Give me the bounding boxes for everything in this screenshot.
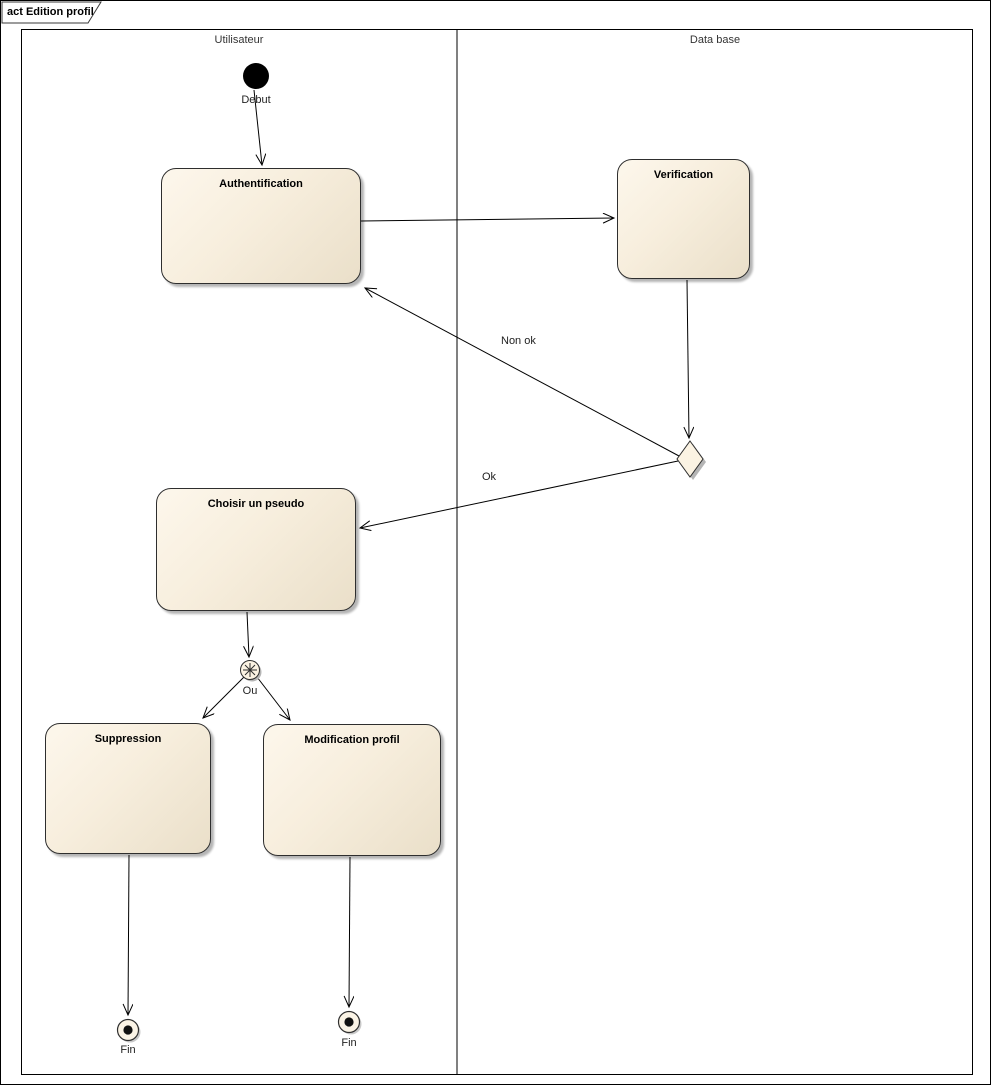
initial-node[interactable] [243, 63, 269, 89]
activity-choisir-pseudo-label: Choisir un pseudo [207, 498, 305, 510]
edge-choisir-to-or[interactable] [247, 611, 249, 657]
edge-initial-to-authentification[interactable] [253, 89, 262, 165]
edge-or-to-modification[interactable] [256, 676, 290, 720]
activity-authentification-label: Authentification [219, 178, 303, 190]
activity-modification-profil-label: Modification profil [304, 734, 400, 746]
activity-authentification[interactable]: Authentification [161, 168, 361, 284]
activity-verification-label: Verification [653, 169, 714, 181]
final-node-2-label: Fin [341, 1037, 357, 1049]
initial-node-label: Debut [241, 94, 271, 106]
edge-label-ok: Ok [482, 471, 497, 483]
frame-tab-shape [1, 1, 102, 24]
edge-verification-to-decision[interactable] [687, 279, 689, 438]
or-node-label: Ou [242, 685, 258, 697]
activity-verification[interactable]: Verification [617, 159, 750, 279]
edge-label-non-ok: Non ok [501, 335, 536, 347]
edge-authentification-to-verification[interactable] [360, 218, 614, 221]
edge-or-to-suppression[interactable] [203, 676, 245, 718]
edge-modification-to-final[interactable] [349, 856, 350, 1007]
partition-label-database: Data base [689, 34, 741, 46]
frame-tab-label: act Edition profil [7, 6, 94, 18]
edge-decision-to-choisir-ok[interactable] [360, 460, 679, 528]
activity-modification-profil[interactable]: Modification profil [263, 724, 441, 856]
final-node-1-label: Fin [120, 1044, 136, 1056]
decision-node[interactable] [676, 440, 704, 478]
final-node-1-dot [123, 1025, 133, 1035]
final-node-2-dot [344, 1017, 354, 1027]
diagram-frame [21, 29, 973, 1075]
or-node-asterisk-icon [243, 663, 257, 677]
activity-suppression[interactable]: Suppression [45, 723, 211, 854]
edge-decision-to-authentification-non-ok[interactable] [365, 288, 680, 457]
partition-label-utilisateur: Utilisateur [214, 34, 264, 46]
frame-tab-pentagon [1, 1, 102, 24]
activity-choisir-pseudo[interactable]: Choisir un pseudo [156, 488, 356, 611]
edge-suppression-to-final[interactable] [128, 854, 129, 1015]
activity-suppression-label: Suppression [94, 733, 162, 745]
